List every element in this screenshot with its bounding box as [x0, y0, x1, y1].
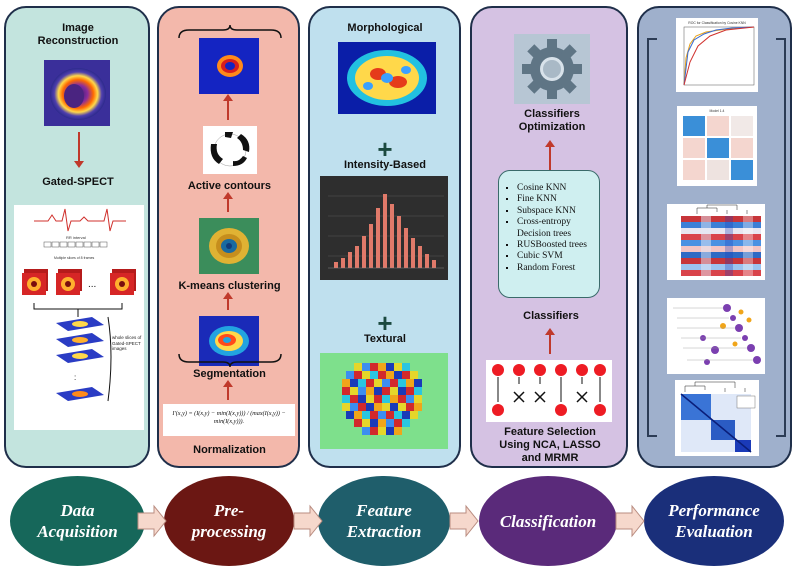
classifier-item: Random Forest: [517, 263, 599, 274]
left-bracket: [647, 38, 657, 437]
active-contours-label: Active contours: [187, 180, 272, 192]
classifiers-list-box: Cosine KNN Fine KNN Subspace KNN Cross-e…: [498, 170, 600, 298]
active-contours-image: [203, 126, 257, 174]
chevron-right-arrow-icon: [293, 504, 323, 538]
feature-selection-diagram: [486, 360, 612, 422]
up-arrow-icon: [223, 94, 233, 120]
roc-title: ROC for Classification by Cosine KNN: [688, 21, 746, 25]
kmeans-label: K-means clustering: [178, 280, 281, 292]
up-arrow-icon: [223, 292, 233, 310]
down-arrow-icon: [74, 132, 84, 168]
chevron-right-arrow-icon: [137, 504, 167, 538]
stage-classification: Classification: [479, 476, 617, 566]
chevron-right-arrow-icon: [449, 504, 479, 538]
data-acquisition-panel: Image Reconstruction Gated-SPECT RR inte…: [4, 6, 150, 468]
gated-spect-title: Gated-SPECT: [42, 176, 114, 188]
top-brace: [178, 24, 282, 39]
preprocessing-panel: Active contours K-means clustering Segme…: [157, 6, 300, 468]
classifiers-label: Classifiers: [523, 310, 579, 322]
gated-spect-sequence-figure: RR interval Multiple slices of 8 frames …: [14, 205, 144, 430]
classifier-item: Cross-entropy Decision trees: [517, 217, 599, 240]
stage-data-acquisition: Data Acquisition: [10, 476, 145, 566]
classifier-item: Subspace KNN: [517, 206, 599, 217]
classifier-item: Cubic SVM: [517, 251, 599, 262]
segmented-heart-image: [199, 38, 259, 94]
roc-curve-thumbnail: ROC for Classification by Cosine KNN: [676, 18, 758, 92]
performance-evaluation-panel: ROC for Classification by Cosine KNN Mod…: [637, 6, 792, 468]
stage-preprocessing: Pre- processing: [164, 476, 294, 566]
clustered-matrix-thumbnail: [675, 380, 759, 456]
normalization-formula: I′(x,y) = (I(x,y) − min(I(x,y))) / (max(…: [163, 404, 295, 436]
chevron-right-arrow-icon: [615, 504, 645, 538]
feature-extraction-panel: Morphological + Intensity-Based + Textur…: [308, 6, 461, 468]
stage-performance-evaluation: Performance Evaluation: [644, 476, 784, 566]
classifier-item: RUSBoosted trees: [517, 240, 599, 251]
rr-interval-label: RR interval: [66, 235, 86, 240]
classification-panel: Classifiers Optimization Classifiers Fea…: [470, 6, 628, 468]
normalization-formula-text: I′(x,y) = (I(x,y) − min(I(x,y))) / (max(…: [172, 410, 286, 425]
morphological-label: Morphological: [347, 22, 423, 34]
textural-map-image: [320, 353, 448, 449]
classifier-item: Fine KNN: [517, 194, 599, 205]
svg-text::: :: [74, 373, 76, 382]
up-arrow-icon: [223, 192, 233, 212]
confusion-matrix-thumbnail: Model 1.4: [677, 106, 757, 186]
frame-stack-1: [22, 269, 48, 295]
slice-stack: :: [56, 317, 104, 401]
classifiers-list: Cosine KNN Fine KNN Subspace KNN Cross-e…: [499, 171, 599, 274]
right-bracket: [776, 38, 786, 437]
svg-text:...: ...: [88, 279, 96, 290]
plus-icon: +: [377, 134, 393, 164]
intensity-based-label: Intensity-Based: [344, 159, 426, 171]
signal-caption: Multiple slices of 8 frames: [54, 256, 95, 260]
segmentation-image: [199, 316, 259, 366]
gear-icon: [514, 34, 590, 104]
confusion-matrix-title: Model 1.4: [710, 109, 725, 113]
up-arrow-icon: [545, 328, 555, 354]
classifiers-optimization-label: Classifiers Optimization: [518, 108, 586, 133]
heatmap-thumbnail: [667, 204, 765, 280]
up-arrow-icon: [545, 140, 555, 170]
reconstructed-heart-image: [44, 60, 110, 126]
correlation-plot-thumbnail: [667, 298, 765, 374]
stage-feature-extraction: Feature Extraction: [318, 476, 450, 566]
morphological-map-image: [338, 42, 436, 114]
image-reconstruction-title: Image Reconstruction: [37, 22, 119, 47]
segmentation-label: Segmentation: [193, 368, 266, 380]
frame-stack-2: [56, 269, 82, 295]
frame-stack-3: [110, 269, 136, 295]
classifier-item: Cosine KNN: [517, 183, 599, 194]
normalization-label: Normalization: [193, 444, 266, 456]
slices-caption: whole slices of Gated-SPECT images: [112, 335, 142, 351]
up-arrow-icon: [223, 380, 233, 400]
intensity-histogram-image: [320, 176, 448, 280]
feature-selection-label: Feature Selection Using NCA, LASSO and M…: [499, 426, 601, 464]
textural-label: Textural: [364, 333, 406, 345]
kmeans-image: [199, 218, 259, 274]
plus-icon: +: [377, 308, 393, 338]
bottom-brace: [178, 353, 282, 368]
